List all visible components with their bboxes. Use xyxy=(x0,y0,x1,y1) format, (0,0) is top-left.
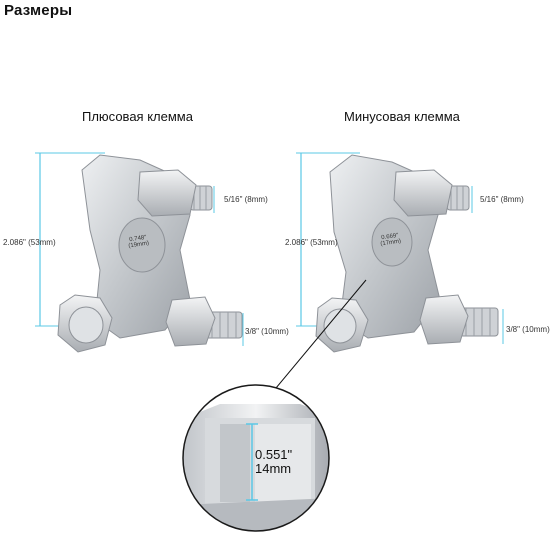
positive-terminal-image xyxy=(35,152,244,353)
positive-height-label: 2.086" (53mm) xyxy=(3,238,56,247)
negative-bottom-bolt-label: 3/8" (10mm) xyxy=(506,325,550,334)
zoom-dimension-label: 0.551" 14mm xyxy=(255,447,293,476)
negative-terminal-image xyxy=(296,152,504,353)
caption-negative: Минусовая клемма xyxy=(344,109,460,124)
negative-top-bolt-label: 5/16" (8mm) xyxy=(480,195,524,204)
positive-bottom-bolt-label: 3/8" (10mm) xyxy=(245,327,289,336)
zoom-detail-image xyxy=(182,384,330,532)
positive-top-bolt-label: 5/16" (8mm) xyxy=(224,195,268,204)
caption-positive: Плюсовая клемма xyxy=(82,109,193,124)
negative-height-label: 2.086" (53mm) xyxy=(285,238,338,247)
page-title: Размеры xyxy=(4,2,73,19)
